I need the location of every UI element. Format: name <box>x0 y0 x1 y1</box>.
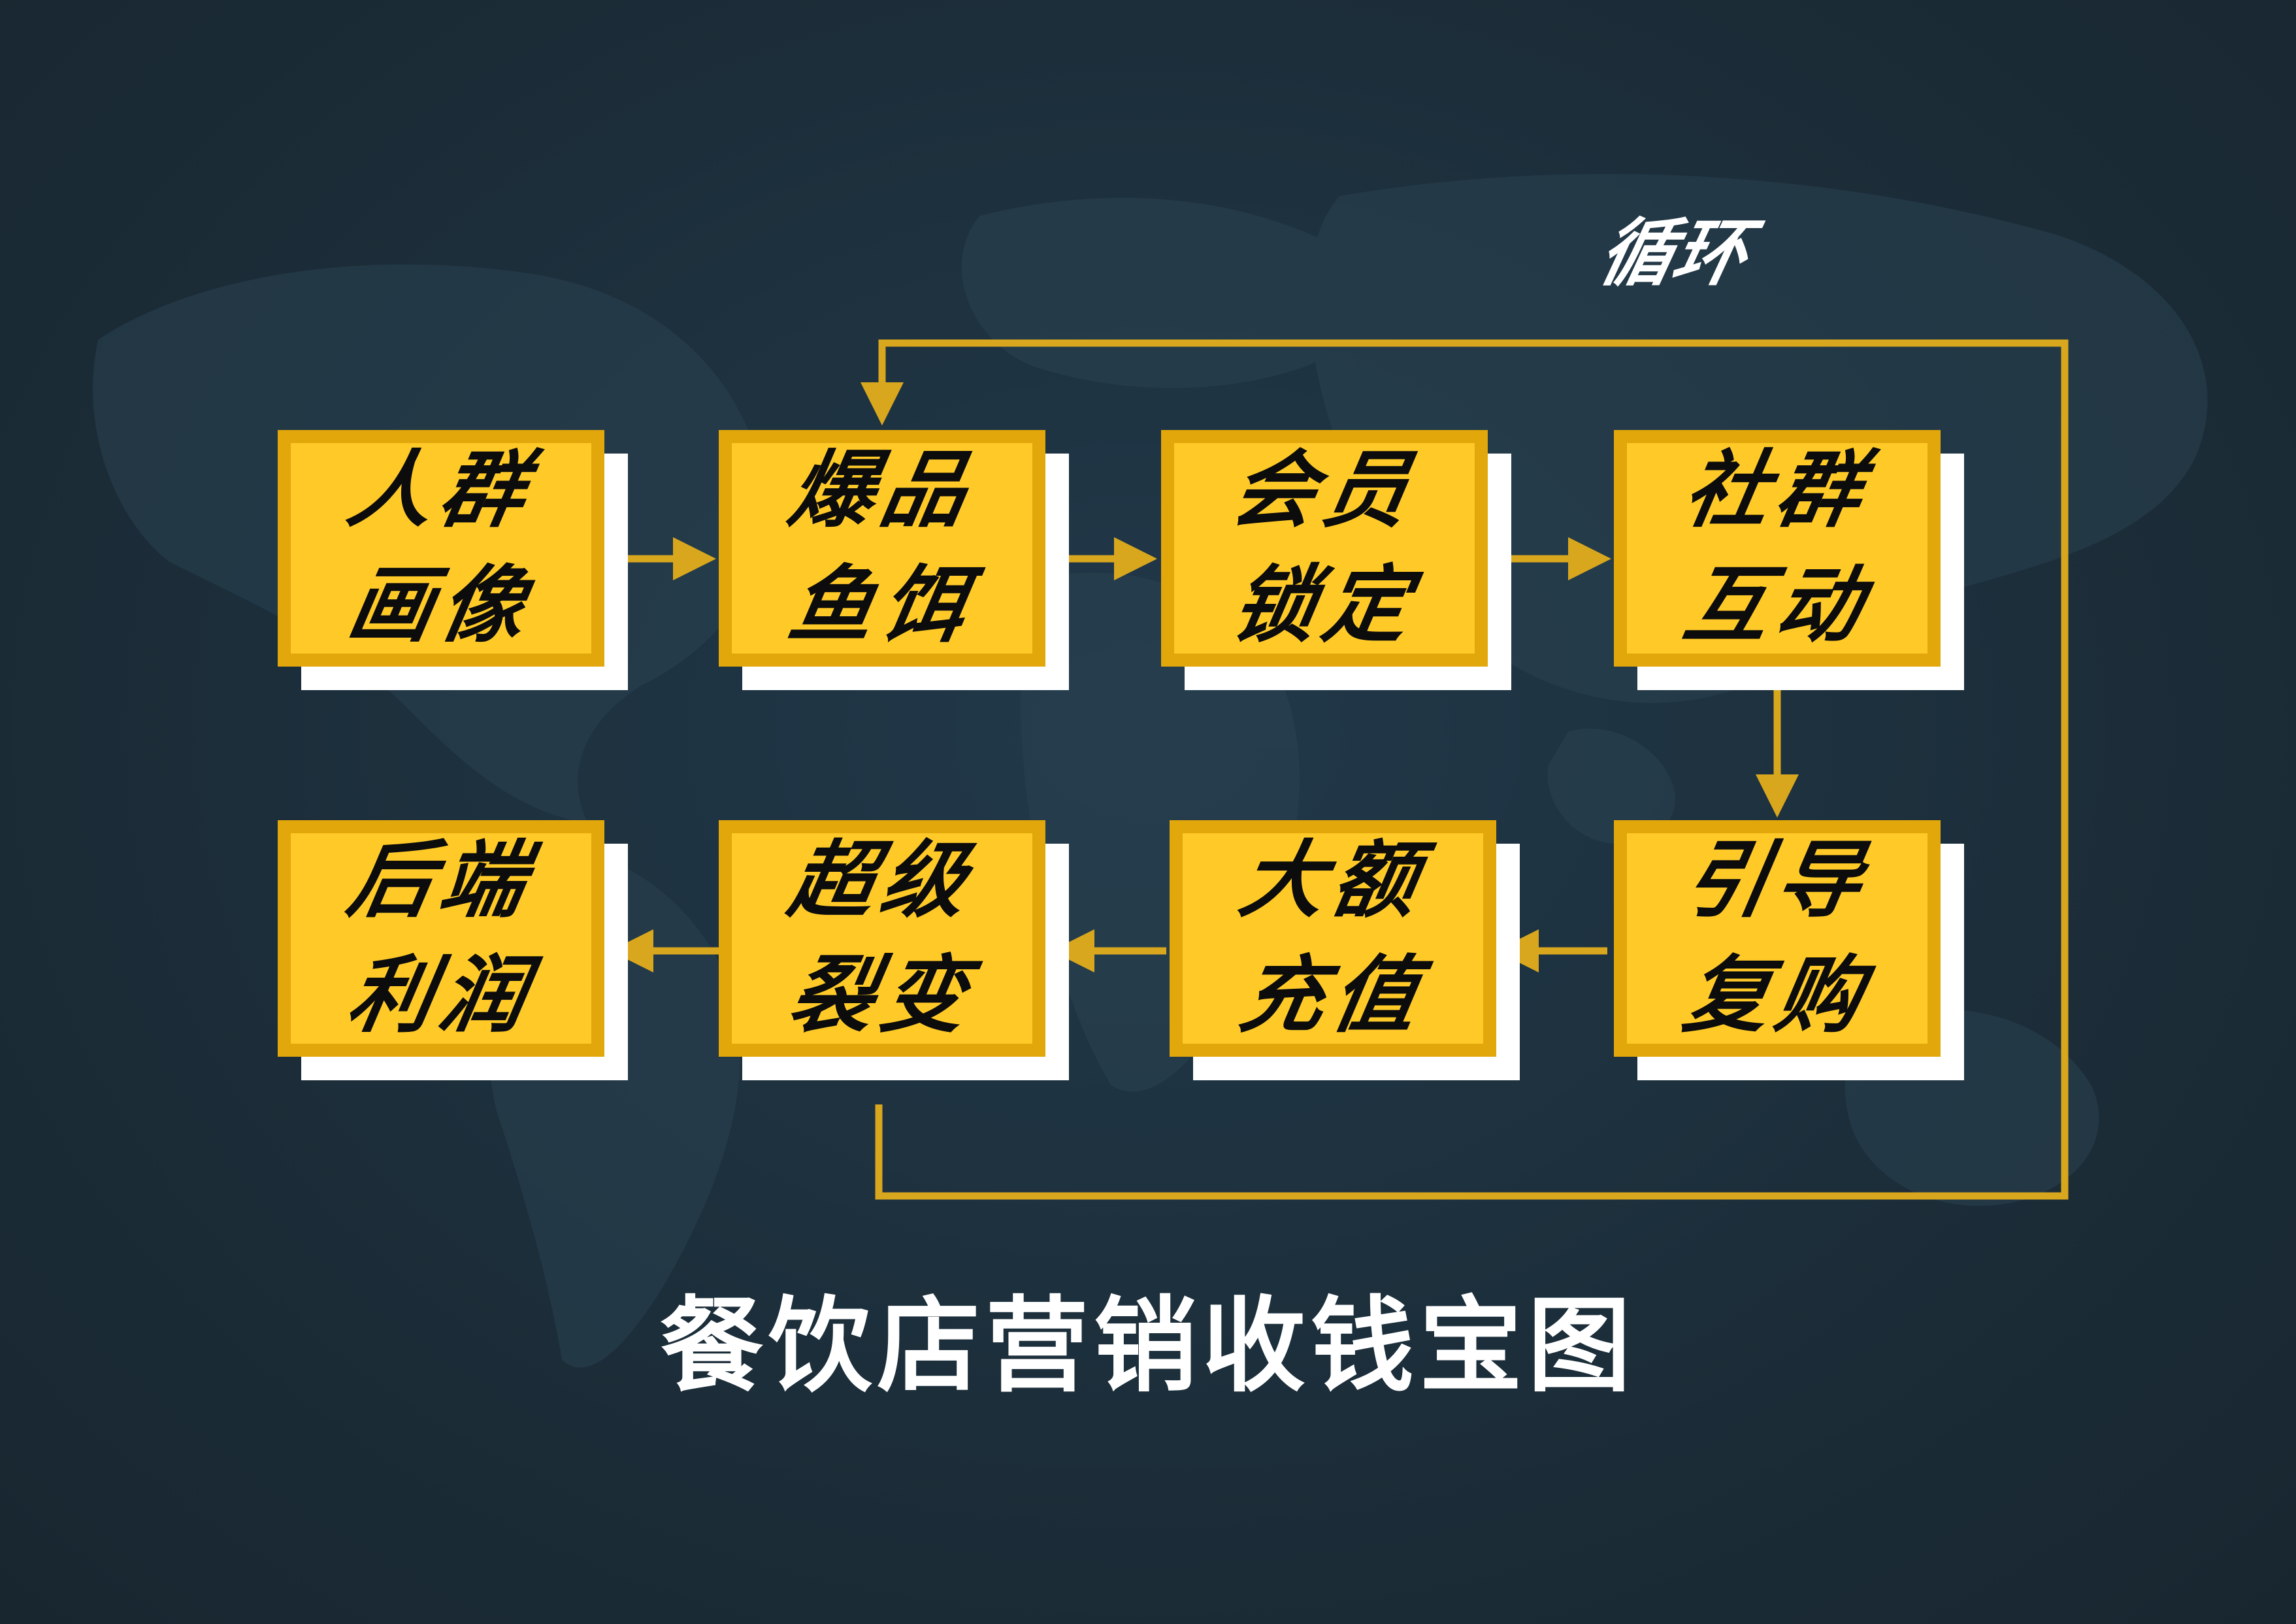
node-crowd-portrait: 人群 画像 <box>278 430 631 693</box>
node-community-interaction: 社群 互动 <box>1614 430 1967 693</box>
node-label-line-1: 后端 <box>340 832 542 929</box>
loop-label: 循环 <box>1592 211 1756 296</box>
node-label-line-2: 鱼饵 <box>781 557 983 654</box>
node-guide-repurchase: 引导 复购 <box>1614 820 1967 1083</box>
node-face: 引导 复购 <box>1614 820 1941 1057</box>
node-label-line-1: 人群 <box>340 442 542 539</box>
node-super-fission: 超级 裂变 <box>719 820 1072 1083</box>
page-title: 餐饮店营销收钱宝图 <box>660 1286 1636 1406</box>
node-label-line-2: 互动 <box>1677 557 1878 654</box>
node-backend-profit: 后端 利润 <box>278 820 631 1083</box>
node-label-line-1: 社群 <box>1677 442 1878 539</box>
edge-loop-fission-to-bait <box>861 339 2069 1200</box>
node-label-line-2: 画像 <box>340 557 542 654</box>
node-face: 超级 裂变 <box>719 820 1045 1057</box>
node-face: 大额 充值 <box>1170 820 1496 1057</box>
node-label-line-1: 会员 <box>1224 442 1425 539</box>
node-label-line-1: 大额 <box>1232 832 1434 929</box>
node-face: 爆品 鱼饵 <box>719 430 1045 667</box>
node-hot-item-bait: 爆品 鱼饵 <box>719 430 1072 693</box>
node-label-line-2: 裂变 <box>781 947 983 1044</box>
node-face: 会员 锁定 <box>1161 430 1488 667</box>
node-label-line-1: 引导 <box>1677 832 1878 929</box>
node-large-recharge: 大额 充值 <box>1170 820 1522 1083</box>
node-label-line-2: 锁定 <box>1224 557 1425 654</box>
node-label-line-2: 充值 <box>1232 947 1434 1044</box>
node-face: 后端 利润 <box>278 820 604 1057</box>
node-face: 社群 互动 <box>1614 430 1941 667</box>
node-label-line-2: 复购 <box>1677 947 1878 1044</box>
node-member-lock: 会员 锁定 <box>1161 430 1514 693</box>
node-label-line-1: 爆品 <box>781 442 983 539</box>
node-label-line-2: 利润 <box>340 947 542 1044</box>
node-face: 人群 画像 <box>278 430 604 667</box>
node-label-line-1: 超级 <box>781 832 983 929</box>
